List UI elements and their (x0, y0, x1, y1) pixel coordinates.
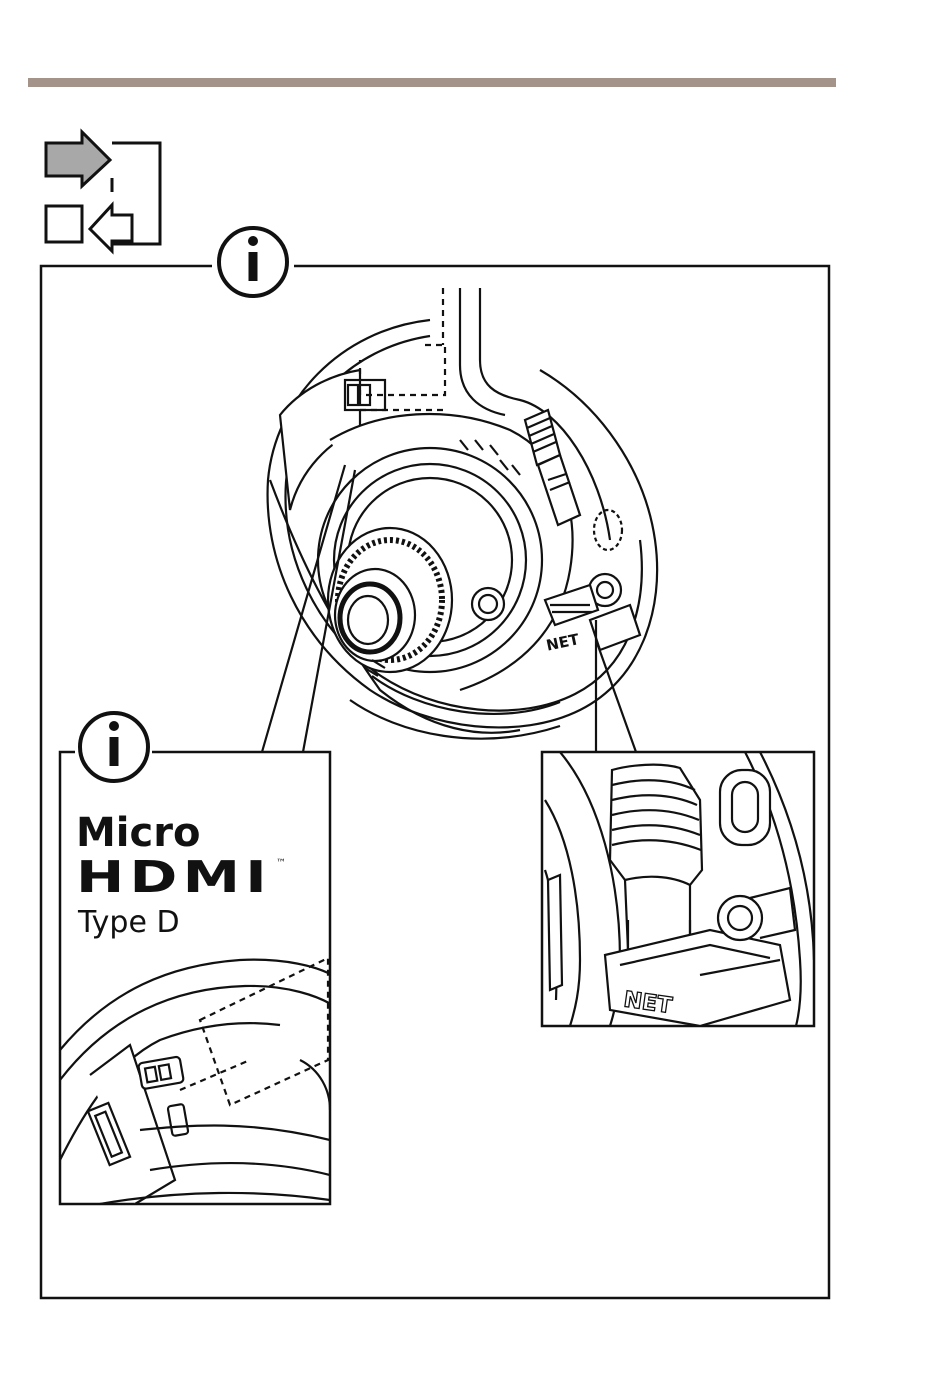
hdmi-logo-trademark: ™ (276, 858, 286, 869)
connect-cables-icon (46, 132, 160, 251)
hdmi-logo-wordmark: HDMI (76, 852, 272, 903)
hdmi-logo-type: Type D (77, 905, 180, 940)
hdmi-logo-micro: Micro (76, 810, 200, 856)
info-icon (80, 713, 148, 781)
net-port-closeup (545, 752, 814, 1026)
camera-dome (268, 288, 658, 739)
info-icon (219, 228, 287, 296)
hdmi-port-closeup (60, 958, 340, 1204)
